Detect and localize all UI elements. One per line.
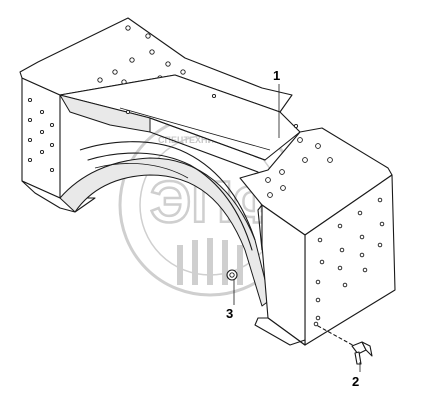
watermark-ring-text: СПЕЦТЕХНИКА xyxy=(158,135,227,145)
watermark-bars xyxy=(177,238,243,285)
callout-1: 1 xyxy=(273,68,280,83)
leader-lines xyxy=(233,84,361,372)
nut-part-3 xyxy=(226,269,238,281)
arch-back xyxy=(79,141,256,241)
crossmember-body xyxy=(59,74,305,173)
right-bracket-foot xyxy=(254,317,306,346)
callout-3: 3 xyxy=(226,306,233,321)
right-bracket xyxy=(239,127,396,346)
crossmember-front-lip xyxy=(59,94,151,133)
left-bracket-side xyxy=(21,77,61,199)
bolt-part-2 xyxy=(317,325,373,365)
callout-2: 2 xyxy=(352,374,359,389)
